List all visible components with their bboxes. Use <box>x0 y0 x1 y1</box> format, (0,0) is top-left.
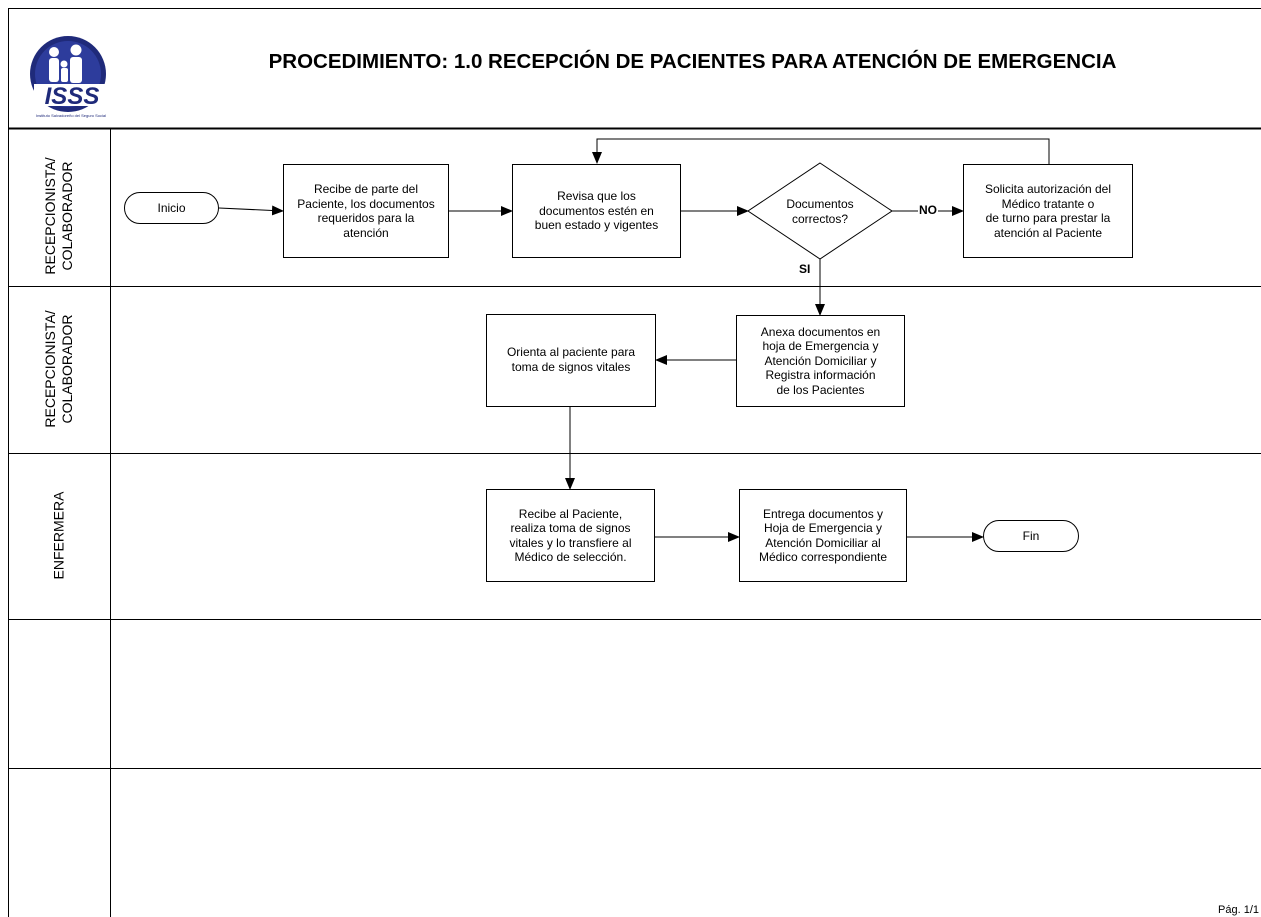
swimlane-grid <box>8 8 1261 917</box>
isss-logo: ISSS Instituto Salvadoreño del Seguro So… <box>30 36 110 118</box>
end-terminator: Fin <box>983 520 1079 552</box>
arrow-inicio-to-recibe <box>218 205 284 216</box>
arrow-solicita-loop-back <box>592 138 1050 164</box>
edge-label-si: SI <box>798 262 812 276</box>
edge-label-no: NO <box>918 203 938 217</box>
page-number: Pág. 1/1 <box>1218 904 1259 916</box>
logo-caption: Instituto Salvadoreño del Seguro Social <box>36 113 106 118</box>
process-solicita-autorizacion: Solicita autorización del Médico tratant… <box>963 164 1133 258</box>
decision-label: Documentos correctos? <box>786 197 854 226</box>
process-orienta-paciente: Orienta al paciente para toma de signos … <box>486 314 656 407</box>
lane-label-enfermera: ENFERMERA <box>50 491 67 580</box>
process-recibe-documentos: Recibe de parte del Paciente, los docume… <box>283 164 449 258</box>
logo-text: ISSS <box>45 83 100 110</box>
process-recibe-paciente: Recibe al Paciente, realiza toma de sign… <box>486 489 655 582</box>
page-title: PROCEDIMIENTO: 1.0 RECEPCIÓN DE PACIENTE… <box>268 50 1117 73</box>
connectors <box>218 138 1050 542</box>
process-revisa-documentos: Revisa que los documentos estén en buen … <box>512 164 681 258</box>
start-terminator: Inicio <box>124 192 219 224</box>
process-entrega-documentos: Entrega documentos y Hoja de Emergencia … <box>739 489 907 582</box>
process-anexa-documentos: Anexa documentos en hoja de Emergencia y… <box>736 315 905 407</box>
lane-label-recepcionista-2: RECEPCIONISTA/ COLABORADOR <box>42 310 75 428</box>
